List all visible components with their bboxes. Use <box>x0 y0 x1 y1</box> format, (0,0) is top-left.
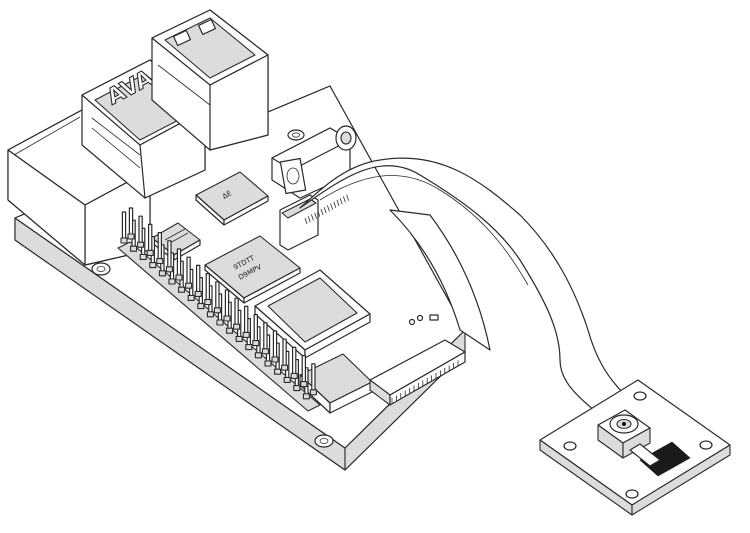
gpio-pin <box>146 223 154 256</box>
display-connector <box>279 194 319 251</box>
gpio-pin <box>252 314 260 347</box>
ribbon-contact <box>311 214 314 221</box>
mounting-hole-top <box>287 129 305 141</box>
camera-module <box>539 379 731 516</box>
gpio-pin <box>300 355 308 388</box>
camera-sensor-ribbon <box>629 441 691 477</box>
camera-lens <box>597 409 651 459</box>
camera-mount-hole-4 <box>625 489 639 499</box>
ribbon-cable <box>299 157 626 416</box>
gpio-pin <box>127 207 135 240</box>
small-components <box>408 314 439 326</box>
camera-mount-hole-2 <box>633 391 647 401</box>
gpio-pin <box>137 215 145 248</box>
camera-mount-hole-1 <box>563 441 577 451</box>
gpio-pin <box>242 305 250 338</box>
chip-small-upper: ∆E <box>195 171 269 226</box>
gpio-pin <box>281 338 289 371</box>
gpio-pin <box>223 289 231 322</box>
small-chip-mark: ∆E <box>220 189 233 201</box>
ribbon-contact <box>333 201 337 208</box>
processor-soc <box>254 269 371 359</box>
gpio-pin <box>271 330 279 363</box>
gpio-pin <box>165 240 173 273</box>
gpio-pin <box>120 211 128 244</box>
audio-jack <box>271 125 357 199</box>
gpio-pin <box>156 232 164 265</box>
ribbon-contact <box>343 196 346 203</box>
gpio-pin <box>185 256 193 289</box>
ribbon-contact <box>339 198 343 205</box>
gpio-pin <box>204 273 212 306</box>
ribbon-contact <box>304 217 308 225</box>
ribbon-contact <box>323 207 327 214</box>
gpio-pin <box>309 363 317 396</box>
ribbon-contact <box>320 208 324 216</box>
ribbon-contact <box>327 205 330 212</box>
ribbon-contact <box>307 216 311 223</box>
ribbon-contact <box>317 210 321 217</box>
gpio-pin <box>194 264 202 297</box>
ribbon-contact <box>330 203 333 210</box>
camera-mount-hole-3 <box>699 440 713 450</box>
ribbon-contact <box>336 199 340 207</box>
ribbon-contact <box>314 212 317 219</box>
memory-chip: 9TDTT D9MPV <box>204 235 301 304</box>
gpio-pin <box>233 297 241 330</box>
gpio-pin <box>213 281 221 314</box>
usb-port-stack-rear <box>151 9 269 151</box>
mounting-hole-left <box>91 262 111 276</box>
camera-connector <box>369 339 466 406</box>
gpio-header <box>117 207 321 412</box>
mounting-hole-bottom <box>314 434 334 448</box>
ribbon-contact <box>346 194 349 201</box>
gpio-pin <box>290 346 298 379</box>
gpio-pin <box>175 248 183 281</box>
gpio-pin <box>261 322 269 355</box>
